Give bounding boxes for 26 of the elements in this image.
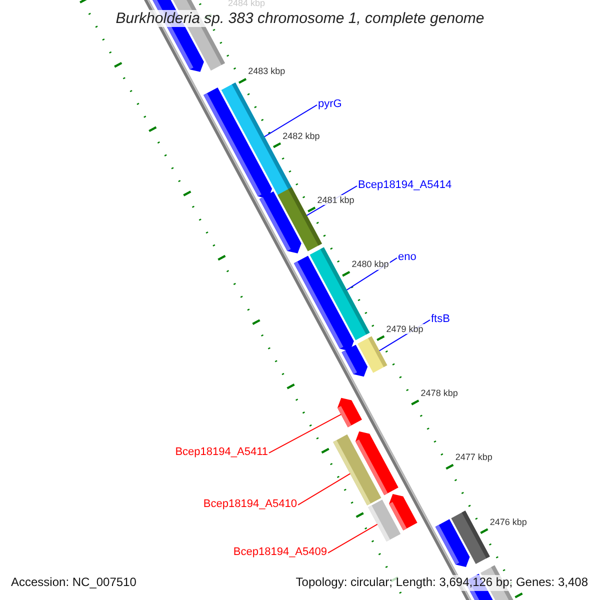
gene-label: Bcep18194_A5411 bbox=[175, 446, 268, 459]
scale-label: 2482 kbp bbox=[282, 130, 321, 142]
gene-feature bbox=[337, 398, 362, 428]
gene-label: Bcep18194_A5410 bbox=[203, 498, 297, 511]
footer-text: Topology: circular; Length: 3,694,126 bp; Genes: 3,408 bbox=[294, 575, 590, 591]
leader-line bbox=[268, 414, 342, 454]
gene-block bbox=[358, 336, 388, 373]
scale-label: 2479 kbp bbox=[385, 324, 424, 334]
scale-label: 2478 kbp bbox=[420, 388, 459, 398]
gene-block bbox=[310, 247, 370, 340]
scale-label: 2476 kbp bbox=[488, 516, 528, 528]
gene-label: ftsB bbox=[431, 313, 450, 326]
footer-text: Accession: NC_007510 bbox=[9, 575, 138, 591]
leader-line bbox=[328, 524, 378, 554]
scale-label: 2483 kbp bbox=[247, 66, 286, 77]
scale-label: 2481 kbp bbox=[316, 195, 356, 206]
gene-label: pyrG bbox=[318, 98, 342, 111]
scale-label: 2477 kbp bbox=[454, 452, 494, 463]
leader-line bbox=[298, 473, 351, 506]
gene-label: Bcep18194_A5414 bbox=[358, 179, 452, 192]
leader-line bbox=[264, 104, 318, 138]
gene-block bbox=[368, 500, 401, 542]
gene-label: eno bbox=[398, 251, 416, 264]
gene-block bbox=[333, 434, 382, 506]
scale-label: 2480 kbp bbox=[350, 259, 390, 270]
gene-label: Bcep18194_A5409 bbox=[233, 546, 327, 559]
